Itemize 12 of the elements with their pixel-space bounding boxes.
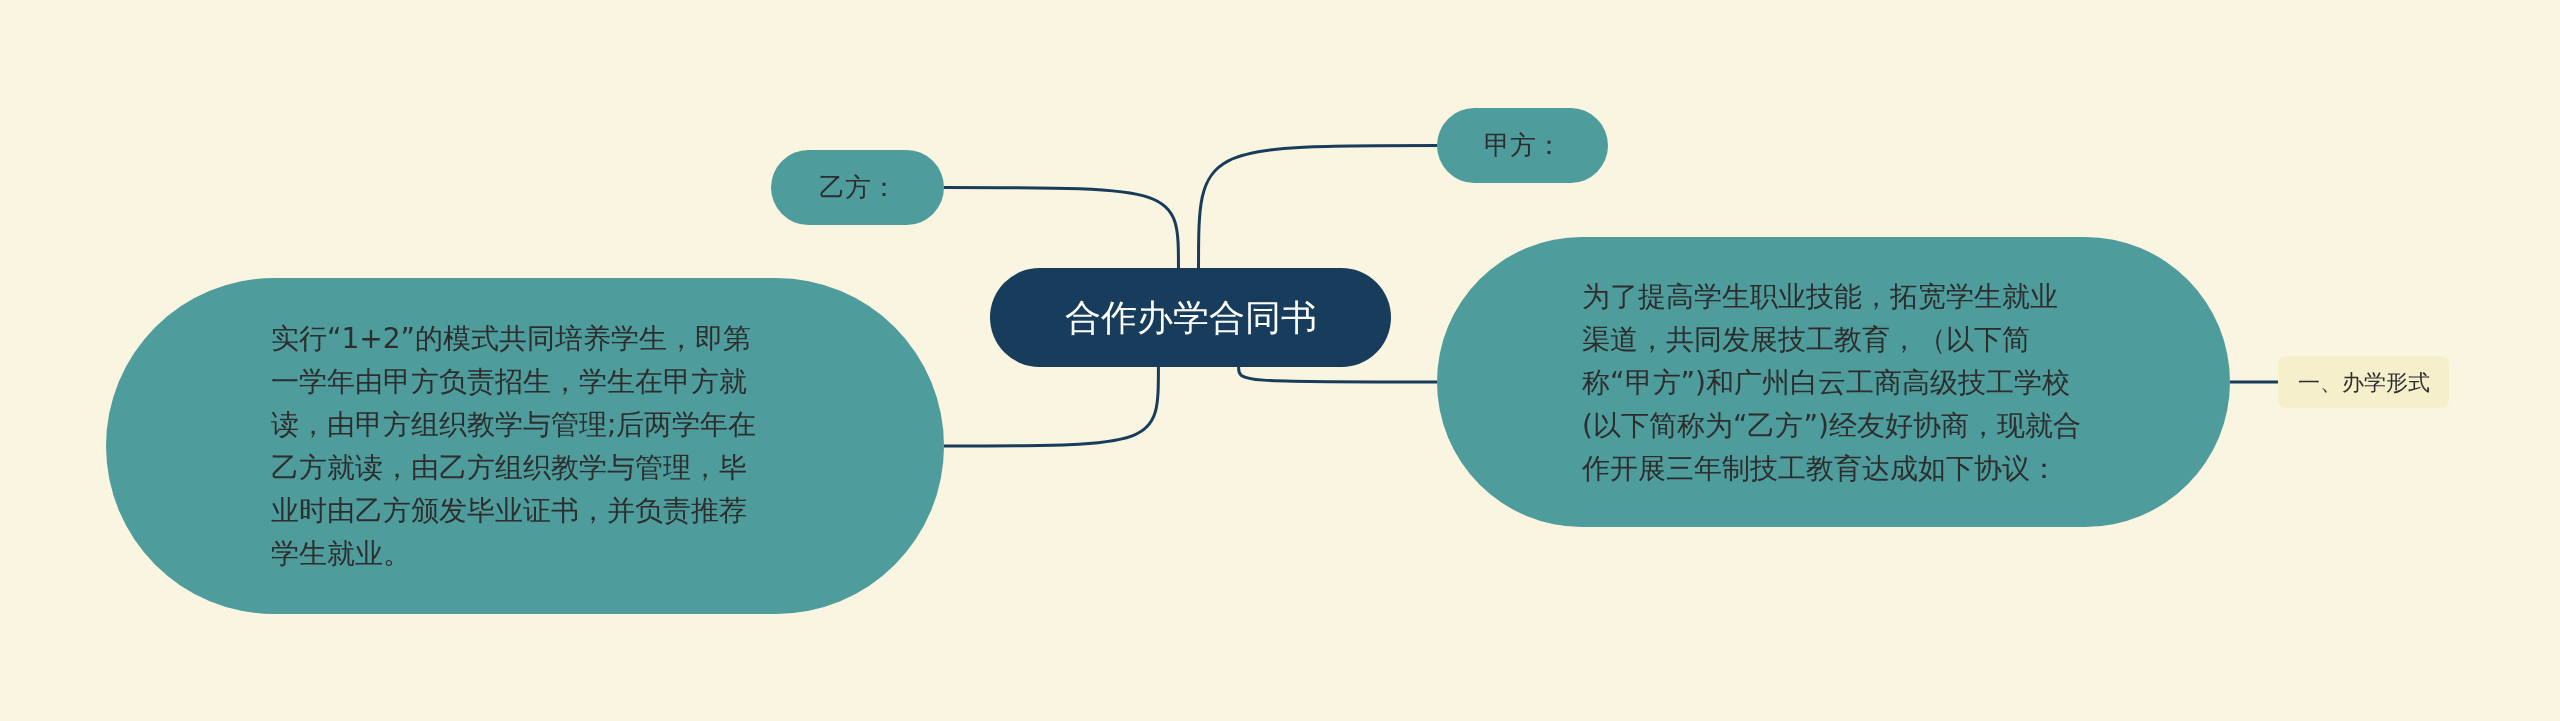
subtopic-box <box>2278 356 2449 408</box>
connector-line <box>1237 366 1437 384</box>
topic-title: 合作办学合同书 <box>1064 295 1317 340</box>
connector-line <box>2230 380 2278 384</box>
topic-text: 乙方： <box>818 171 897 204</box>
topic-text: 为了提高学生职业技能，拓宽学生就业渠道，共同发展技工教育，（以下简称“甲方”)和广州白云工商高级技工学校(以下简称为“乙方”)经友好协商，现就合作开展三年制技工教育达成如下协议： <box>1582 278 2082 487</box>
subtopic-text: 一、办学形式 <box>2297 368 2430 397</box>
topic-text: 甲方： <box>1483 129 1562 162</box>
connector-line <box>1197 144 1437 268</box>
connector-line <box>944 367 1160 448</box>
connector-line <box>944 186 1180 268</box>
topic-text: 实行“1+2”的模式共同培养学生，即第一学年由甲方负责招生，学生在甲方就读，由甲方组织教学与管理;后两学年在乙方就读，由乙方组织教学与管理，毕业时由乙方颁发毕业证书，并负责推荐学生就业。 <box>271 321 758 572</box>
